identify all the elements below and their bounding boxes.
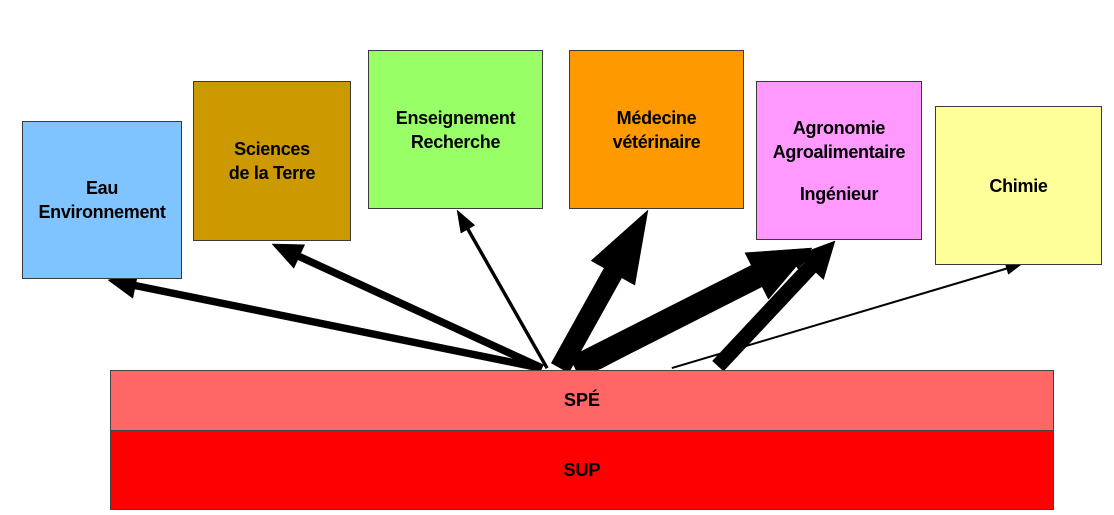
box-sciences-de-la-terre: Sciences de la Terre bbox=[193, 81, 351, 241]
box-medecine-line-2: vétérinaire bbox=[612, 132, 701, 152]
box-eau-line-2: Environnement bbox=[38, 202, 166, 222]
box-agronomie-ingenieur: Agronomie Agroalimentaire Ingénieur bbox=[756, 81, 922, 240]
box-agronomie-line-2: Agroalimentaire bbox=[772, 141, 906, 162]
box-agronomie-line-4: Ingénieur bbox=[799, 183, 879, 204]
box-enseignement-recherche: Enseignement Recherche bbox=[368, 50, 543, 209]
box-chimie-line-1: Chimie bbox=[989, 175, 1048, 196]
box-enseignement-line-1: Enseignement bbox=[395, 108, 516, 128]
arrow-to-enseignement bbox=[456, 209, 549, 370]
level-sup-label: SUP bbox=[563, 459, 601, 480]
box-medecine-line-1: Médecine bbox=[616, 108, 697, 128]
box-medecine-veterinaire: Médecine vétérinaire bbox=[569, 50, 744, 209]
arrow-to-terre bbox=[271, 243, 544, 372]
box-terre-line-2: de la Terre bbox=[228, 163, 316, 183]
level-spe-label: SPÉ bbox=[563, 390, 601, 410]
arrow-to-agronomie-thin bbox=[599, 257, 809, 370]
level-sup-bar: SUP bbox=[110, 430, 1054, 510]
arrow-to-agronomie-thick bbox=[569, 247, 813, 380]
arrow-to-eau bbox=[107, 272, 541, 372]
box-terre-line-1: Sciences bbox=[234, 139, 310, 159]
box-eau-line-1: Eau bbox=[85, 178, 119, 198]
box-enseignement-line-2: Recherche bbox=[410, 132, 501, 152]
arrow-to-medecine bbox=[550, 209, 649, 374]
arrow-from-agronomie-box bbox=[712, 240, 836, 372]
box-chimie: Chimie bbox=[935, 106, 1102, 265]
box-eau-environnement: Eau Environnement bbox=[22, 121, 182, 279]
level-spe-bar: SPÉ bbox=[110, 370, 1054, 430]
box-agronomie-line-1: Agronomie bbox=[792, 117, 886, 138]
